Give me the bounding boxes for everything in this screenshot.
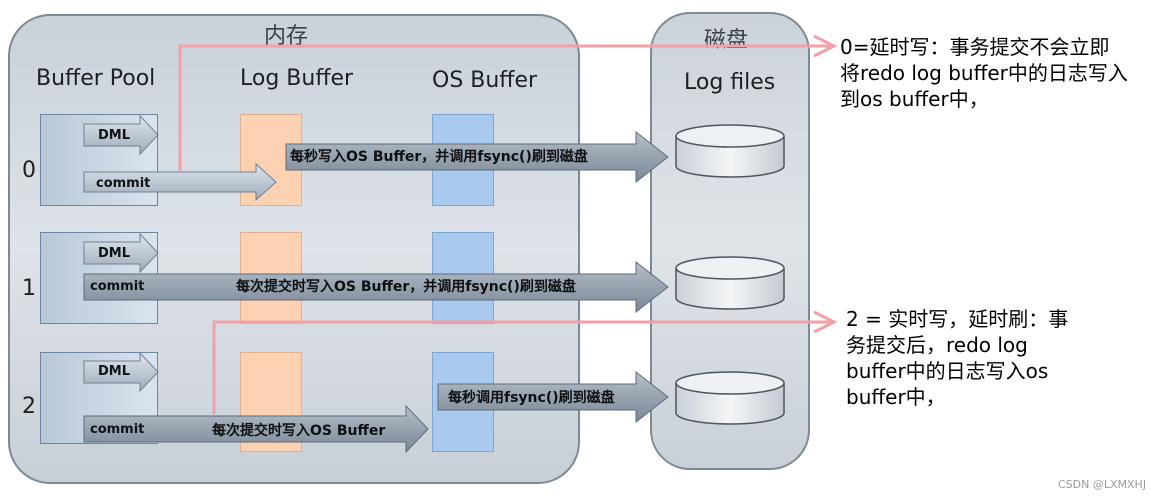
log-file-cylinder-0	[675, 124, 785, 178]
row-label-2: 2	[22, 394, 36, 419]
disk-title: 磁盘	[704, 28, 749, 53]
log-buffer-header: Log Buffer	[240, 66, 354, 91]
annotation-0-line-1: 0=延时写：事务提交不会立即	[840, 35, 1110, 59]
flush-arrow-0	[285, 130, 669, 184]
log-file-cylinder-2	[675, 371, 785, 425]
log-file-cylinder-1	[675, 256, 785, 310]
dml-arrow-0	[83, 114, 159, 156]
commit-label-1: commit	[90, 279, 145, 294]
commit-flush-arrow-1	[83, 260, 669, 314]
log-files-header: Log files	[684, 70, 776, 95]
row-label-0: 0	[22, 158, 36, 183]
commit-arrow-text-2: 每次提交时写入OS Buffer	[212, 423, 386, 439]
flush-arrow-text-0: 每秒写入OS Buffer，并调用fsync()刷到磁盘	[290, 149, 588, 165]
commit-label-2: commit	[90, 422, 145, 437]
flush-arrow-2	[437, 370, 669, 424]
buffer-pool-header: Buffer Pool	[36, 66, 156, 91]
row-label-1: 1	[22, 276, 36, 301]
annotation-0-line-3: 到os buffer中，	[840, 87, 989, 111]
annotation-2: 2 = 实时写，延时刷：事 务提交后，redo log buffer中的日志写入…	[846, 306, 1068, 410]
annotation-2-line-4: buffer中，	[846, 385, 946, 409]
dml-label-2: DML	[98, 364, 131, 379]
flush-arrow-text-2: 每秒调用fsync()刷到磁盘	[448, 390, 615, 406]
dml-label-1: DML	[98, 246, 131, 261]
dml-arrow-1	[83, 232, 159, 274]
annotation-connector-0	[178, 34, 838, 172]
annotation-2-line-1: 2 = 实时写，延时刷：事	[846, 307, 1069, 331]
dml-label-0: DML	[98, 128, 131, 143]
flush-arrow-text-1: 每次提交时写入OS Buffer，并调用fsync()刷到磁盘	[236, 279, 576, 295]
annotation-2-line-3: buffer中的日志写入os	[846, 359, 1049, 383]
commit-arrow-0	[83, 162, 277, 202]
os-buffer-header: OS Buffer	[432, 68, 538, 93]
commit-label-0: commit	[96, 176, 151, 191]
annotation-connector-2	[212, 310, 838, 414]
annotation-0-line-2: 将redo log buffer中的日志写入	[840, 61, 1128, 85]
annotation-0: 0=延时写：事务提交不会立即 将redo log buffer中的日志写入 到o…	[840, 34, 1128, 112]
watermark: CSDN @LXMXHJ	[1058, 478, 1147, 491]
commit-arrow-2	[83, 404, 429, 454]
annotation-2-line-2: 务提交后，redo log	[846, 333, 1028, 357]
dml-arrow-2	[83, 351, 159, 393]
